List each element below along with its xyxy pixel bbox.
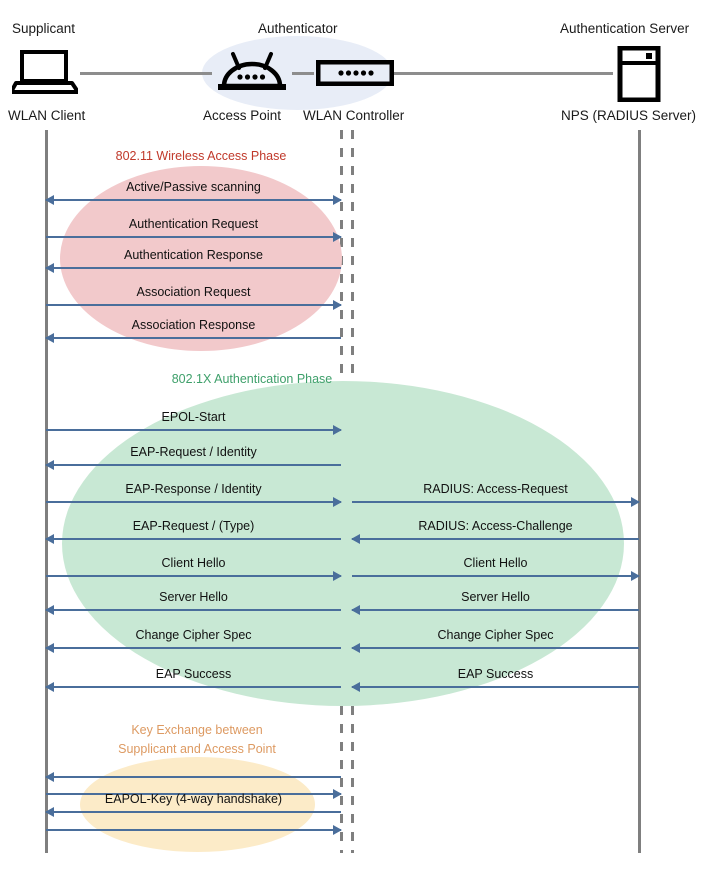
message-line	[46, 501, 341, 503]
arrowhead-left-icon	[45, 460, 54, 470]
message-label: EAP-Response / Identity	[125, 482, 262, 496]
lifeline-auth-server	[638, 130, 641, 853]
arrowhead-left-icon	[45, 534, 54, 544]
arrowhead-right-icon	[631, 497, 640, 507]
arrowhead-left-icon	[45, 682, 54, 692]
arrowhead-right-icon	[333, 195, 342, 205]
message-line	[46, 609, 341, 611]
arrowhead-right-icon	[333, 571, 342, 581]
message-line	[46, 429, 341, 431]
message-line	[46, 267, 341, 269]
phase-title-key-exchange: Key Exchange between Supplicant and Acce…	[118, 723, 276, 756]
message-label: Association Response	[131, 318, 256, 332]
arrowhead-left-icon	[45, 643, 54, 653]
arrowhead-right-icon	[333, 497, 342, 507]
arrowhead-left-icon	[351, 643, 360, 653]
message-label: EPOL-Start	[161, 410, 226, 424]
actor-name-nps-radius-server: NPS (RADIUS Server)	[561, 108, 697, 123]
link-controller-server	[394, 72, 613, 75]
message-label: EAP Success	[457, 667, 534, 681]
actor-role-supplicant: Supplicant	[12, 21, 76, 36]
arrowhead-left-icon	[351, 682, 360, 692]
message-label: Change Cipher Spec	[135, 628, 252, 642]
phase-ellipse-dot1x-auth	[62, 381, 624, 706]
message-line	[46, 776, 341, 778]
actor-name-wlan-controller: WLAN Controller	[303, 108, 405, 123]
message-label: EAPOL-Key (4-way handshake)	[104, 792, 283, 806]
arrowhead-left-icon	[351, 605, 360, 615]
message-line	[46, 304, 341, 306]
arrowhead-left-icon	[45, 772, 54, 782]
message-label: Server Hello	[461, 590, 530, 604]
message-line	[352, 647, 639, 649]
message-line	[46, 199, 341, 201]
lifeline-supplicant	[45, 130, 48, 853]
message-line	[352, 609, 639, 611]
arrowhead-right-icon	[333, 825, 342, 835]
message-line	[46, 811, 341, 813]
message-line	[352, 501, 639, 503]
phase-ellipse-key-exchange	[80, 757, 315, 852]
link-client-ap	[80, 72, 212, 75]
actor-name-wlan-client: WLAN Client	[8, 108, 86, 123]
link-ap-controller	[292, 72, 314, 75]
message-line	[352, 686, 639, 688]
arrowhead-left-icon	[45, 807, 54, 817]
actor-role-authentication-server: Authentication Server	[560, 21, 690, 36]
arrowhead-right-icon	[333, 789, 342, 799]
phase-title-wireless-access: 802.11 Wireless Access Phase	[115, 149, 287, 163]
wireless-access-point-icon	[216, 50, 288, 99]
message-line	[46, 337, 341, 339]
message-line	[46, 647, 341, 649]
message-line	[46, 236, 341, 238]
message-label: RADIUS: Access-Request	[423, 482, 568, 496]
message-label: Authentication Request	[128, 217, 259, 231]
message-label: Server Hello	[159, 590, 228, 604]
arrowhead-right-icon	[333, 425, 342, 435]
server-icon	[617, 45, 661, 107]
arrowhead-left-icon	[45, 605, 54, 615]
message-label: Change Cipher Spec	[437, 628, 554, 642]
arrowhead-left-icon	[351, 534, 360, 544]
message-label: EAP-Request / (Type)	[132, 519, 255, 533]
arrowhead-left-icon	[45, 263, 54, 273]
message-label: Association Request	[136, 285, 251, 299]
message-label: Authentication Response	[124, 248, 263, 262]
message-label: Active/Passive scanning	[126, 180, 261, 194]
laptop-icon	[9, 50, 80, 99]
actor-name-access-point: Access Point	[203, 108, 282, 123]
message-label: Client Hello	[161, 556, 226, 570]
message-line	[46, 575, 341, 577]
arrowhead-left-icon	[45, 195, 54, 205]
arrowhead-right-icon	[333, 232, 342, 242]
message-line	[46, 793, 341, 795]
message-label: Client Hello	[463, 556, 528, 570]
message-line	[352, 575, 639, 577]
message-line	[46, 686, 341, 688]
message-label: EAP Success	[155, 667, 232, 681]
arrowhead-right-icon	[631, 571, 640, 581]
network-switch-icon	[315, 59, 395, 91]
message-line	[46, 829, 341, 831]
message-line	[46, 464, 341, 466]
message-label: RADIUS: Access-Challenge	[418, 519, 573, 533]
actor-role-authenticator: Authenticator	[258, 21, 338, 36]
phase-ellipse-wireless-access	[60, 166, 342, 351]
message-label: EAP-Request / Identity	[130, 445, 257, 459]
message-line	[46, 538, 341, 540]
message-line	[352, 538, 639, 540]
arrowhead-right-icon	[333, 300, 342, 310]
arrowhead-left-icon	[45, 333, 54, 343]
phase-title-dot1x-auth: 802.1X Authentication Phase	[171, 372, 333, 386]
